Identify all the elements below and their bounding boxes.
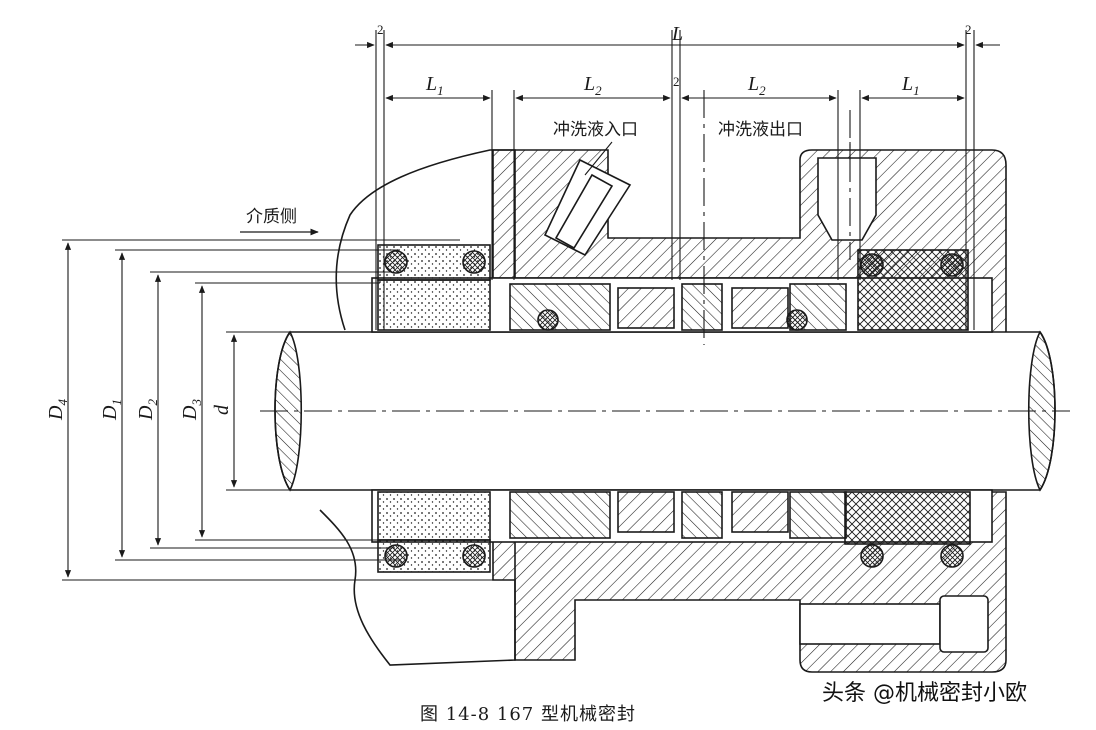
center-pin-top (681, 283, 723, 331)
shaft-break-right (1028, 330, 1056, 492)
o-ring (462, 544, 486, 568)
rotating-ring-left-bottom (509, 491, 611, 539)
spring-holder-right-top (731, 287, 789, 329)
label-flush-outlet: 冲洗液出口 (718, 120, 803, 140)
bolt-shank (799, 603, 941, 645)
label-medium-side: 介质侧 (246, 207, 297, 227)
o-ring (860, 253, 884, 277)
outlet-port (817, 157, 877, 241)
o-ring (940, 544, 964, 568)
right-stationary-ring-bottom (844, 491, 971, 545)
spring-holder-bottom (617, 491, 675, 533)
label-L1-right: L1 (901, 73, 920, 98)
label-clearance-mid: 2 (673, 74, 680, 89)
label-D3: D3 (179, 399, 204, 421)
rotating-ring-right-bottom (789, 491, 847, 539)
o-ring (384, 544, 408, 568)
figure-caption: 图 14-8 167 型机械密封 (420, 704, 636, 725)
o-ring (384, 250, 408, 274)
o-ring (462, 250, 486, 274)
label-D1: D1 (99, 399, 124, 421)
o-ring (940, 253, 964, 277)
label-d: d (211, 404, 233, 415)
label-D2: D2 (135, 399, 160, 421)
label-clearance-left: 2 (377, 22, 384, 37)
label-D4: D4 (45, 399, 70, 421)
left-stationary-ring-top (377, 279, 491, 331)
center-pin-bottom (681, 491, 723, 539)
bolt-head (939, 595, 989, 653)
label-flush-inlet: 冲洗液入口 (553, 120, 638, 140)
spring-holder-top (617, 287, 675, 329)
rotating-ring-left-top (509, 283, 611, 331)
watermark: 头条 @机械密封小欧 (822, 681, 1027, 706)
left-stationary-ring-bottom (377, 491, 491, 541)
label-L2-right: L2 (747, 73, 766, 98)
label-clearance-right: 2 (965, 22, 972, 37)
label-L1-left: L1 (425, 73, 444, 98)
o-ring (786, 309, 808, 331)
o-ring (860, 544, 884, 568)
equipment-wall (319, 149, 516, 666)
spring-holder-right-bottom (731, 491, 789, 533)
o-ring (537, 309, 559, 331)
label-L2-left: L2 (583, 73, 602, 98)
label-overall-L: L (671, 23, 683, 45)
